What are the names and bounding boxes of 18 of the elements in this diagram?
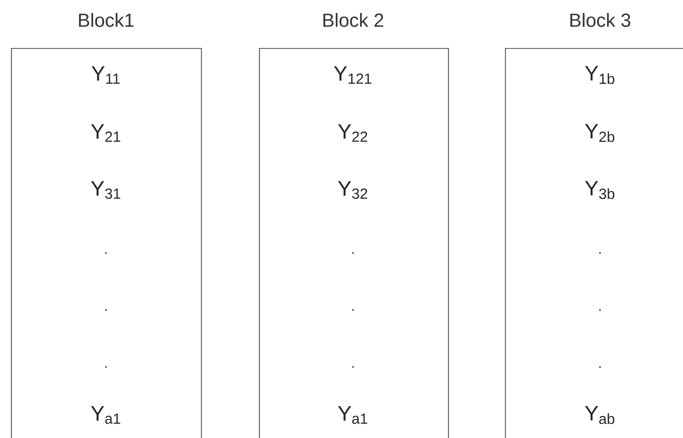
variable-label: Y$_{31}$ xyxy=(91,181,120,199)
variable-label: Y$_{2b}$ xyxy=(585,124,614,142)
variable-label: Y$_{21}$ xyxy=(91,124,120,142)
block-box xyxy=(259,48,449,438)
block-box xyxy=(11,48,202,438)
variable-label: Y$_{11}$ xyxy=(92,66,120,84)
block-box xyxy=(505,48,683,438)
variable-label: Y$_{121}$ xyxy=(334,66,372,84)
block-title: Block 2 xyxy=(323,13,384,27)
variable-label: Y$_{32}$ xyxy=(338,181,368,199)
variable-label: Y$_{ab}$ xyxy=(585,406,614,424)
block-title: Block 3 xyxy=(570,13,630,27)
block-title: Block1 xyxy=(79,13,134,27)
variable-label: Y$_{a1}$ xyxy=(91,406,120,424)
variable-label: Y$_{22}$ xyxy=(338,124,368,142)
variable-label: Y$_{3b}$ xyxy=(585,180,614,200)
variable-label: Y$_{a1}$ xyxy=(338,406,368,424)
variable-label: Y$_{1b}$ xyxy=(585,66,614,84)
